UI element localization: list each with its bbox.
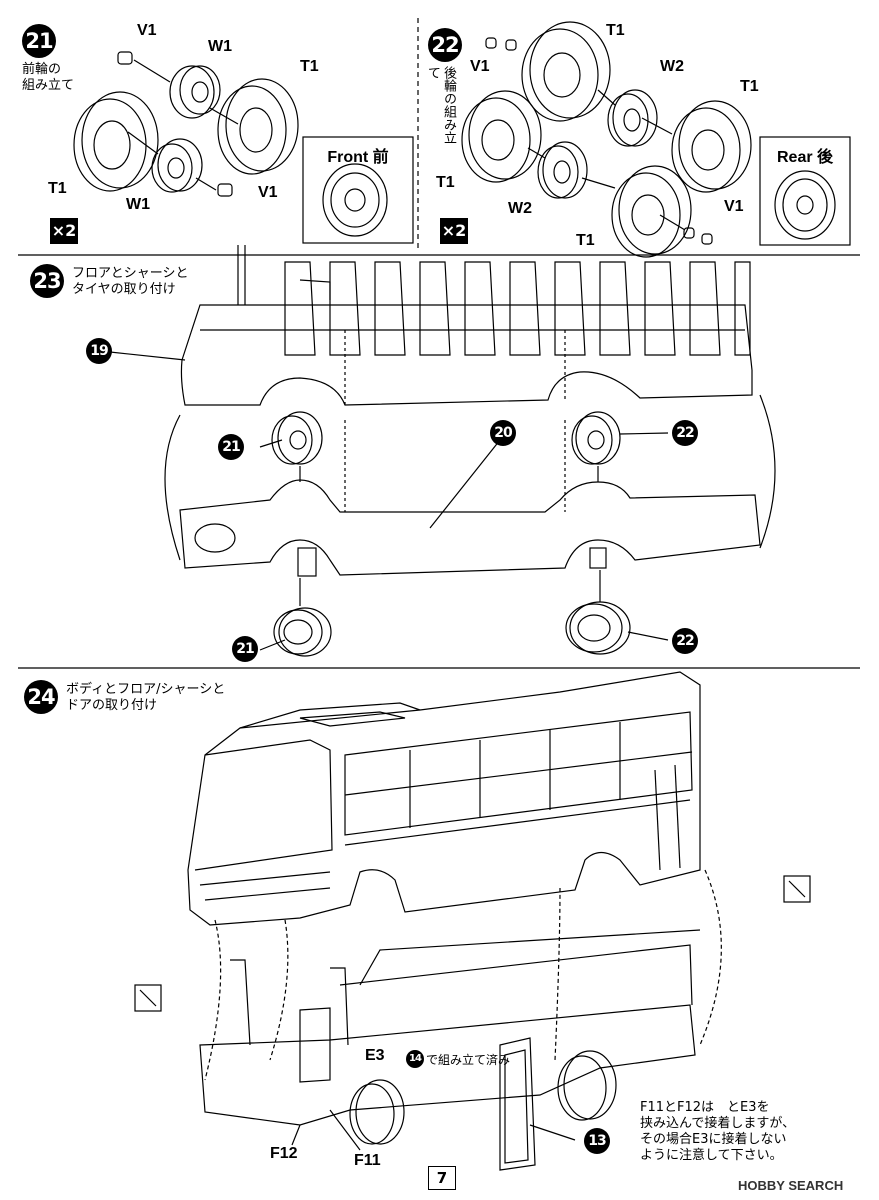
floor-assembly-step24 <box>199 929 701 1145</box>
step-21-title-line-1: 前輪の <box>22 62 62 77</box>
part-t1-label: T1 <box>740 78 759 95</box>
part-w1-label: W1 <box>126 196 150 213</box>
part-t1-label: T1 <box>436 174 455 191</box>
step-24-title-line-2: ドアの取り付け <box>66 698 158 713</box>
part-w1-label: W1 <box>208 38 232 55</box>
part-v1-label: V1 <box>470 58 490 75</box>
rear-tire-top <box>521 21 611 122</box>
front-tire-left <box>73 91 159 192</box>
callout-21: 21 <box>232 636 258 662</box>
multiplier-badge: ×2 <box>50 218 78 244</box>
step-23-title-line-2: タイヤの取り付け <box>72 282 176 297</box>
note-line-2: 挟み込んで接着しますが、 <box>640 1116 796 1131</box>
step-21-number: 21 <box>22 24 56 58</box>
part-v1-label: V1 <box>258 184 278 201</box>
callout-22: 22 <box>672 420 698 446</box>
step-24-title: ボディとフロア/シャーシと ドアの取り付け <box>66 682 225 714</box>
callout-21: 21 <box>218 434 244 460</box>
part-t1-label: T1 <box>48 180 67 197</box>
step-21-title-line-2: 組み立て <box>22 78 75 93</box>
assembly-caution-note: F11とF12は とE3を 挟み込んで接着しますが、 その場合E3に接着しない … <box>640 1100 795 1164</box>
step-21-title: 前輪の 組み立て <box>22 62 74 94</box>
multiplier-badge: ×2 <box>440 218 468 244</box>
front-wheel-top <box>169 65 221 119</box>
rear-tire-right <box>671 100 752 193</box>
callout-13: 13 <box>584 1128 610 1154</box>
note-line-3: その場合E3に接着しない <box>640 1132 787 1147</box>
callout-22: 22 <box>672 628 698 654</box>
front-wheel-bottom <box>151 138 203 193</box>
step-23-title: フロアとシャーシと タイヤの取り付け <box>72 266 188 298</box>
page-number: 7 <box>428 1166 456 1190</box>
door-part <box>499 1037 536 1171</box>
chassis <box>164 394 776 577</box>
part-v1-label: V1 <box>137 22 157 39</box>
part-w2-label: W2 <box>660 58 684 75</box>
floor-with-seats <box>180 245 753 406</box>
part-e3-label: E3 <box>365 1047 385 1064</box>
watermark: HOBBY SEARCH <box>738 1178 844 1193</box>
part-v1-label: V1 <box>724 198 744 215</box>
callout-14: 14 <box>406 1050 424 1068</box>
step-24-title-line-1: ボディとフロア/シャーシと <box>66 682 226 697</box>
front-tire-right <box>217 78 299 175</box>
part-f12-label: F12 <box>270 1145 298 1162</box>
part-t1-label: T1 <box>606 22 625 39</box>
front-view-title: Front 前 <box>327 149 389 166</box>
rear-tire-left <box>461 90 542 183</box>
part-f11-label: F11 <box>354 1152 381 1169</box>
bus-body <box>187 671 722 1081</box>
callout-20: 20 <box>490 420 516 446</box>
note-line-4: ように注意して下さい。 <box>640 1148 783 1163</box>
preassembled-note: で組み立て済み <box>426 1053 511 1067</box>
part-t1-label: T1 <box>576 232 595 249</box>
step-24-number: 24 <box>24 680 58 714</box>
step-22-title: 後輪の組み立て <box>425 66 456 144</box>
rear-wheel-bottom <box>537 141 588 199</box>
step-22-number: 22 <box>428 28 462 62</box>
part-t1-label: T1 <box>300 58 319 75</box>
step-23-number: 23 <box>30 264 64 298</box>
callout-19: 19 <box>86 338 112 364</box>
rear-tire-bottom <box>611 165 692 258</box>
rear-wheel-top <box>607 89 658 147</box>
note-line-1: F11とF12は とE3を <box>640 1100 770 1115</box>
part-w2-label: W2 <box>508 200 532 217</box>
step-23-title-line-1: フロアとシャーシと <box>72 266 189 281</box>
rear-view-title: Rear 後 <box>776 149 834 166</box>
